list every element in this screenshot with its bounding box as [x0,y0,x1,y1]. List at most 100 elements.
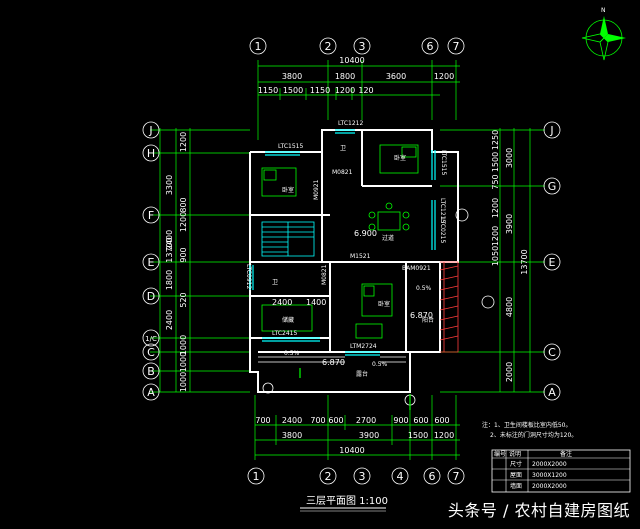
right-dimension-text: 3000 3900 4800 2000 13700 1250 1500 750 … [491,130,529,382]
drawing-title: 三层平面图 1:100 [300,495,388,512]
tag-ltc1515-a: LTC1515 [278,143,303,150]
dim-bottom-total: 10400 [339,446,364,455]
legend-r3-c3: 2000X2000 [532,483,567,490]
left-dimension-text: 3300 13700 1200 1200 2400 800 1800 900 5… [165,132,188,392]
top-dimensions [257,60,460,140]
legend-r3-c2: 墙面 [510,482,522,490]
bottom-dimension-text: 700 2400 700 600 2700 900 600 600 3800 3… [255,416,454,455]
dim-left-i1: 1200 [179,132,188,152]
axis-bottom-2: 2 [325,470,332,483]
slope-1: 0.5% [284,350,300,357]
dim-left-i10: 1000 [179,352,188,372]
compass-icon: N [581,7,626,61]
notes: 注：1、卫生间楼板比室内低50。 2、未标注的门洞尺寸均为120。 [482,421,577,439]
tag-ltc1215: LTC1215 [439,198,446,223]
dim-bottom-r1-1: 700 [255,416,270,425]
dim-right-i5: 1200 [491,226,500,246]
dim-right-4: 2000 [505,362,514,382]
legend-table: 编号 说明 备注 尺寸 2000X2000 屋面 3000X1200 墙面 20… [491,449,631,493]
dim-top-1: 3800 [282,72,302,81]
axis-left-C: C [147,346,155,359]
bottom-axis-bubbles: 1 2 3 4 6 7 [247,467,465,485]
dim-right-total: 13700 [520,249,529,274]
axis-left-1C: 1/C [145,335,157,343]
dim-left-i5: 1800 [165,270,174,290]
dim-left-i4: 800 [179,197,188,212]
dim-left-i7: 520 [179,292,188,307]
note-1: 注：1、卫生间楼板比室内低50。 [482,421,571,429]
top-axis-bubbles: 1 2 3 6 7 [249,37,465,55]
dim-left-i2: 1200 [179,212,188,232]
axis-bottom-6: 6 [429,470,436,483]
bottom-dimensions [254,395,460,460]
tag-ltm2724: LTM2724 [350,343,377,350]
tag-ltc0912: LTC0912 [245,264,252,289]
axis-left-H: H [147,147,155,160]
room-balcony: 阳台 [422,316,434,324]
dim-top-4: 1200 [434,72,454,81]
dim-top-3: 3600 [386,72,406,81]
watermark: 头条号 / 农村自建房图纸 [447,501,630,520]
axis-right-G: G [548,180,557,193]
elev-balcony: 6.870 [410,311,433,320]
dim-right-i2: 1500 [491,152,500,172]
axis-left-B: B [147,365,155,378]
axis-right-J: J [549,124,553,137]
room-hall: 过道 [382,234,394,242]
room-labels: 卧室 卧室 卧室 过道 卫 卫 储藏 露台 阳台 [272,145,434,378]
dim-bottom-r1-6: 900 [393,416,408,425]
axis-right-C: C [548,346,556,359]
legend-r1-c2: 尺寸 [510,460,522,468]
axis-bottom-4: 4 [397,470,404,483]
tag-m0821-a: M0821 [332,169,353,176]
axis-top-3: 3 [359,40,366,53]
room-bedroom-3: 卧室 [378,300,390,308]
tag-ltc0215: LTC0215 [439,218,446,243]
dim-left-i6: 900 [179,247,188,262]
dim-bottom-r2-1: 3800 [282,431,302,440]
legend-h1: 编号 [494,450,506,458]
walls [249,129,459,393]
legend-r2-c2: 屋面 [510,472,522,479]
compass-north-label: N [601,7,606,14]
dim-bottom-r2-2: 3900 [359,431,379,440]
dim-top-total: 10400 [339,56,364,65]
section-markers [262,208,495,410]
dim-bottom-r1-4: 600 [328,416,343,425]
legend-r1-c3: 2000X2000 [532,461,567,468]
axis-left-E: E [148,256,155,269]
dim-top-r2-2: 1500 [283,86,303,95]
dim-int-1: 2400 [272,298,292,307]
axis-right-E: E [549,256,556,269]
dim-int-2: 1400 [306,298,326,307]
legend-h2: 说明 [509,450,521,458]
dim-top-2: 1800 [335,72,355,81]
dim-bottom-r2-4: 1200 [434,431,454,440]
axis-right-A: A [548,386,556,399]
dim-right-1: 3000 [505,148,514,168]
elevations: 6.900 6.870 6.870 2400 1400 0.5% 0.5% 0.… [272,229,433,368]
axis-left-A: A [147,386,155,399]
tag-bam0921: BAM0921 [402,265,431,272]
dim-right-3: 4800 [505,297,514,317]
dim-left-i3: 2400 [165,230,174,250]
dim-bottom-r2-3: 1500 [408,431,428,440]
tag-ltc1212: LTC1212 [338,120,363,127]
dim-right-2: 3900 [505,214,514,234]
dim-left-i11: 1000 [179,372,188,392]
elev-hall: 6.900 [354,229,377,238]
note-2: 2、未标注的门洞尺寸均为120。 [490,431,577,439]
title-text: 三层平面图 1:100 [306,495,388,507]
axis-top-6: 6 [427,40,434,53]
dim-left-i8: 2400 [165,310,174,330]
elev-terrace: 6.870 [322,358,345,367]
axis-left-J: J [148,124,152,137]
dim-bottom-r1-3: 700 [310,416,325,425]
tag-m0821-b: M0821 [321,264,328,285]
top-dimension-text: 10400 3800 1800 3600 1200 1150 1500 1150… [258,56,454,95]
dim-bottom-r1-8: 600 [434,416,449,425]
dim-top-r2-4: 1200 [335,86,355,95]
dim-left-outer-1: 3300 [165,175,174,195]
tag-m1521: M1521 [350,253,371,260]
